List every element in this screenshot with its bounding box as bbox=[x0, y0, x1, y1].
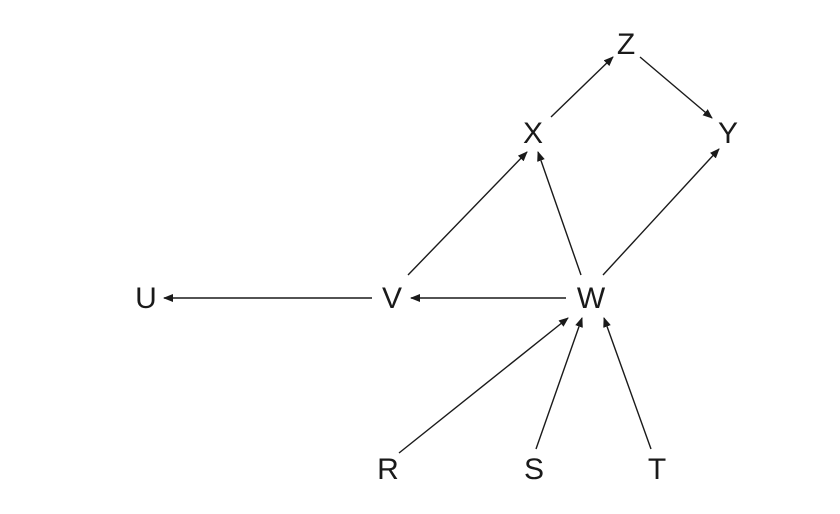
edge-r-to-w bbox=[398, 317, 569, 454]
edge-w-to-x bbox=[537, 151, 582, 276]
node-y: Y bbox=[718, 117, 738, 150]
node-z: Z bbox=[617, 28, 635, 61]
node-v: V bbox=[382, 282, 402, 315]
nodes-layer: Z X Y U V W R S T bbox=[135, 28, 738, 486]
node-r: R bbox=[377, 453, 399, 486]
node-w: W bbox=[577, 282, 606, 315]
edges-layer bbox=[163, 56, 720, 454]
edge-x-to-z bbox=[550, 56, 614, 118]
edge-t-to-w bbox=[603, 317, 652, 450]
node-x: X bbox=[523, 117, 543, 150]
edge-z-to-y bbox=[639, 56, 713, 119]
edge-w-to-y bbox=[602, 148, 720, 276]
node-u: U bbox=[135, 282, 157, 315]
node-s: S bbox=[524, 453, 544, 486]
edge-s-to-w bbox=[535, 317, 583, 450]
edge-v-to-x bbox=[407, 151, 528, 276]
node-t: T bbox=[648, 453, 666, 486]
